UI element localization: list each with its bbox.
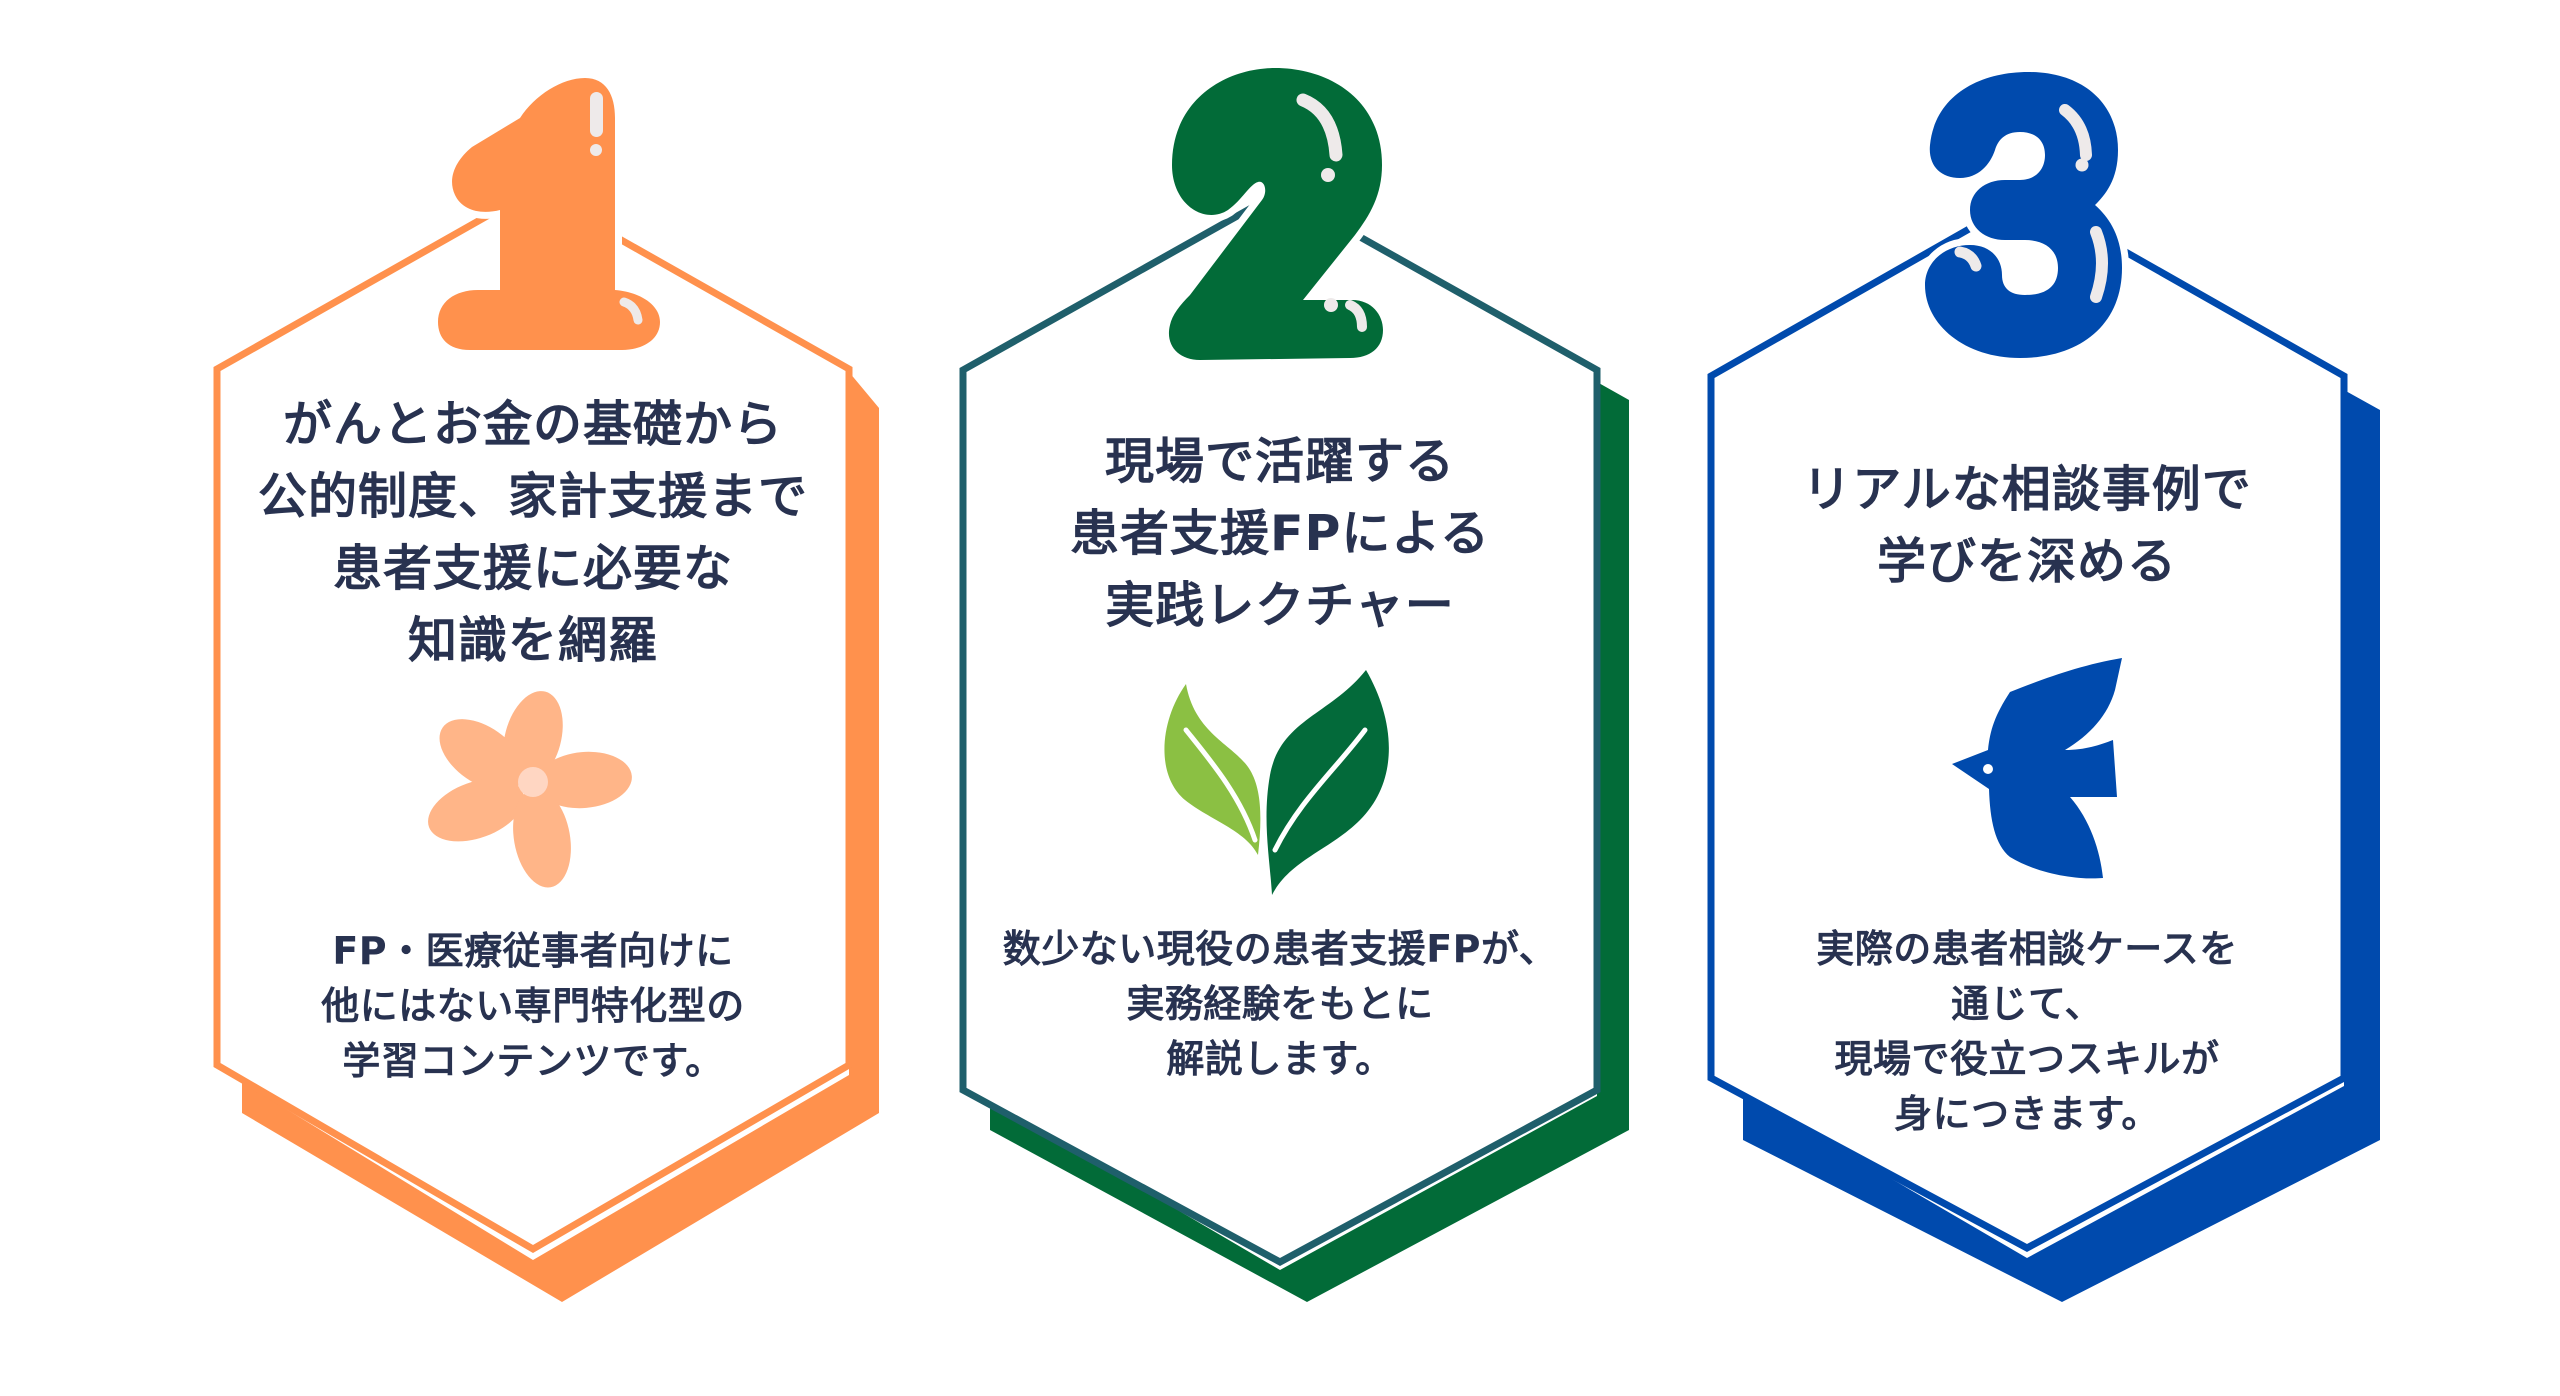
card-2-body-line: 数少ない現役の患者支援FPが、 — [1002, 927, 1558, 971]
card-1-body-line: FP・医療従事者向けに — [332, 929, 734, 973]
number-2-icon — [1161, 60, 1391, 368]
card-3-title-line: リアルな相談事例で — [1802, 461, 2252, 518]
card-3-title-line: 学びを深める — [1876, 533, 2178, 590]
card-2-title-line: 現場で活躍する — [1104, 433, 1456, 490]
card-2-title: 現場で活躍する 患者支援FPによる 実践レクチャー — [1070, 426, 1490, 642]
card-1-body-line: 他にはない専門特化型の — [321, 984, 745, 1028]
bird-icon — [1952, 658, 2122, 879]
card-3-body-line: 実際の患者相談ケースを — [1816, 927, 2238, 971]
card-2-title-line: 患者支援FPによる — [1070, 505, 1490, 562]
card-3-body-line: 身につきます。 — [1894, 1092, 2160, 1136]
card-2-body-line: 実務経験をもとに — [1126, 982, 1434, 1026]
card-1-description: FP・医療従事者向けに 他にはない専門特化型の 学習コンテンツです。 — [321, 924, 745, 1089]
card-1-title-line: がんとお金の基礎から — [282, 396, 784, 453]
card-2-hexagon — [959, 187, 1601, 1266]
card-2-frame — [959, 187, 1629, 1302]
card-1-title: がんとお金の基礎から 公的制度、家計支援まで 患者支援に必要な 知識を網羅 — [258, 389, 808, 677]
card-2-description: 数少ない現役の患者支援FPが、 実務経験をもとに 解説します。 — [1003, 922, 1558, 1087]
card-1-title-line: 公的制度、家計支援まで — [257, 468, 809, 525]
card-1-title-line: 知識を網羅 — [407, 612, 659, 669]
card-2-title-line: 実践レクチャー — [1105, 577, 1455, 634]
card-1-title-line: 患者支援に必要な — [332, 540, 734, 597]
card-3-description: 実際の患者相談ケースを 通じて、 現場で役立つスキルが 身につきます。 — [1816, 922, 2238, 1142]
flower-icon — [428, 691, 632, 888]
card-3-body-line: 通じて、 — [1950, 982, 2104, 1026]
card-3-title: リアルな相談事例で 学びを深める — [1802, 454, 2252, 598]
card-3-body-line: 現場で役立つスキルが — [1834, 1037, 2220, 1081]
card-2-body-line: 解説します。 — [1166, 1037, 1394, 1081]
number-3-icon — [1917, 64, 2130, 366]
card-1-body-line: 学習コンテンツです。 — [342, 1039, 724, 1083]
leaves-icon — [1164, 670, 1389, 895]
number-1-icon — [430, 70, 668, 357]
